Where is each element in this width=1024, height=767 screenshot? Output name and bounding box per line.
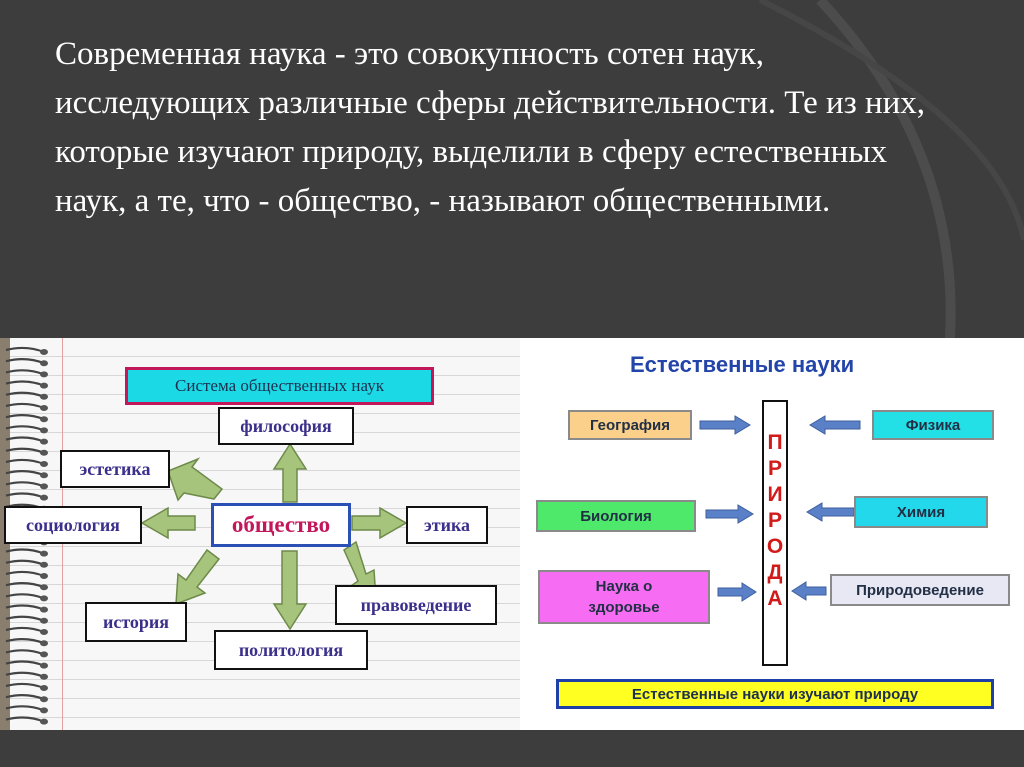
spiral-ring xyxy=(5,705,48,714)
arrow-physics xyxy=(809,415,861,435)
box-biology: Биология xyxy=(536,500,696,532)
social-sciences-diagram: Система общественных наук философия эсте… xyxy=(0,338,520,730)
box-politology: политология xyxy=(214,630,368,670)
spiral-ring xyxy=(5,682,48,691)
spiral-ring xyxy=(5,346,48,355)
arrow-geography xyxy=(699,415,751,435)
box-geography: География xyxy=(568,410,692,440)
spiral-ring xyxy=(5,716,48,725)
spiral-ring xyxy=(5,559,48,568)
arrow-chemistry xyxy=(806,502,855,522)
spiral-ring xyxy=(5,660,48,669)
box-aesthetics: эстетика xyxy=(60,450,170,488)
arrow-nature-study xyxy=(791,581,827,601)
nature-axis-word: ПРИРОДА xyxy=(766,431,784,610)
spiral-ring xyxy=(5,458,48,467)
box-nature-study: Природоведение xyxy=(830,574,1010,606)
natural-arrows xyxy=(699,415,861,602)
natural-summary: Естественные науки изучают природу xyxy=(556,679,994,709)
arrow-to-politology xyxy=(272,550,308,631)
arrow-biology xyxy=(705,504,754,524)
box-chemistry: Химия xyxy=(854,496,988,528)
box-history: история xyxy=(85,602,187,642)
spiral-ring xyxy=(5,436,48,445)
arrow-health xyxy=(717,582,757,602)
box-philosophy: философия xyxy=(218,407,354,445)
spiral-ring xyxy=(5,626,48,635)
box-society-center: общество xyxy=(211,503,351,547)
natural-sciences-diagram: Естественные науки География Биология На… xyxy=(520,338,1024,730)
spiral-ring xyxy=(5,694,48,703)
box-sociology: социология xyxy=(4,506,142,544)
spiral-ring xyxy=(5,380,48,389)
spiral-ring xyxy=(5,492,48,501)
spiral-ring xyxy=(5,358,48,367)
spiral-ring xyxy=(5,548,48,557)
notebook-spiral xyxy=(5,346,48,725)
spiral-ring xyxy=(5,615,48,624)
slide-body-text: Современная наука - это совокупность сот… xyxy=(55,36,926,219)
spiral-ring xyxy=(5,649,48,658)
nature-axis: ПРИРОДА xyxy=(762,400,788,666)
arrow-to-history xyxy=(175,548,221,606)
box-law: правоведение xyxy=(335,585,497,625)
spiral-ring xyxy=(5,582,48,591)
arrow-to-ethics xyxy=(351,506,408,540)
spiral-ring xyxy=(5,470,48,479)
spiral-ring xyxy=(5,369,48,378)
spiral-ring xyxy=(5,425,48,434)
box-health: Наука о здоровье xyxy=(538,570,710,624)
arrow-to-sociology xyxy=(140,506,196,540)
spiral-ring xyxy=(5,481,48,490)
spiral-ring xyxy=(5,402,48,411)
spiral-ring xyxy=(5,447,48,456)
spiral-ring xyxy=(5,570,48,579)
spiral-ring xyxy=(5,638,48,647)
spiral-ring xyxy=(5,391,48,400)
box-ethics: этика xyxy=(406,506,488,544)
spiral-ring xyxy=(5,414,48,423)
box-physics: Физика xyxy=(872,410,994,440)
social-diagram-title: Система общественных наук xyxy=(125,367,434,405)
spiral-ring xyxy=(5,593,48,602)
arrow-to-aesthetics xyxy=(167,457,224,502)
arrow-to-philosophy xyxy=(272,442,308,503)
spiral-ring xyxy=(5,671,48,680)
natural-diagram-title: Естественные науки xyxy=(630,352,855,377)
spiral-ring xyxy=(5,604,48,613)
